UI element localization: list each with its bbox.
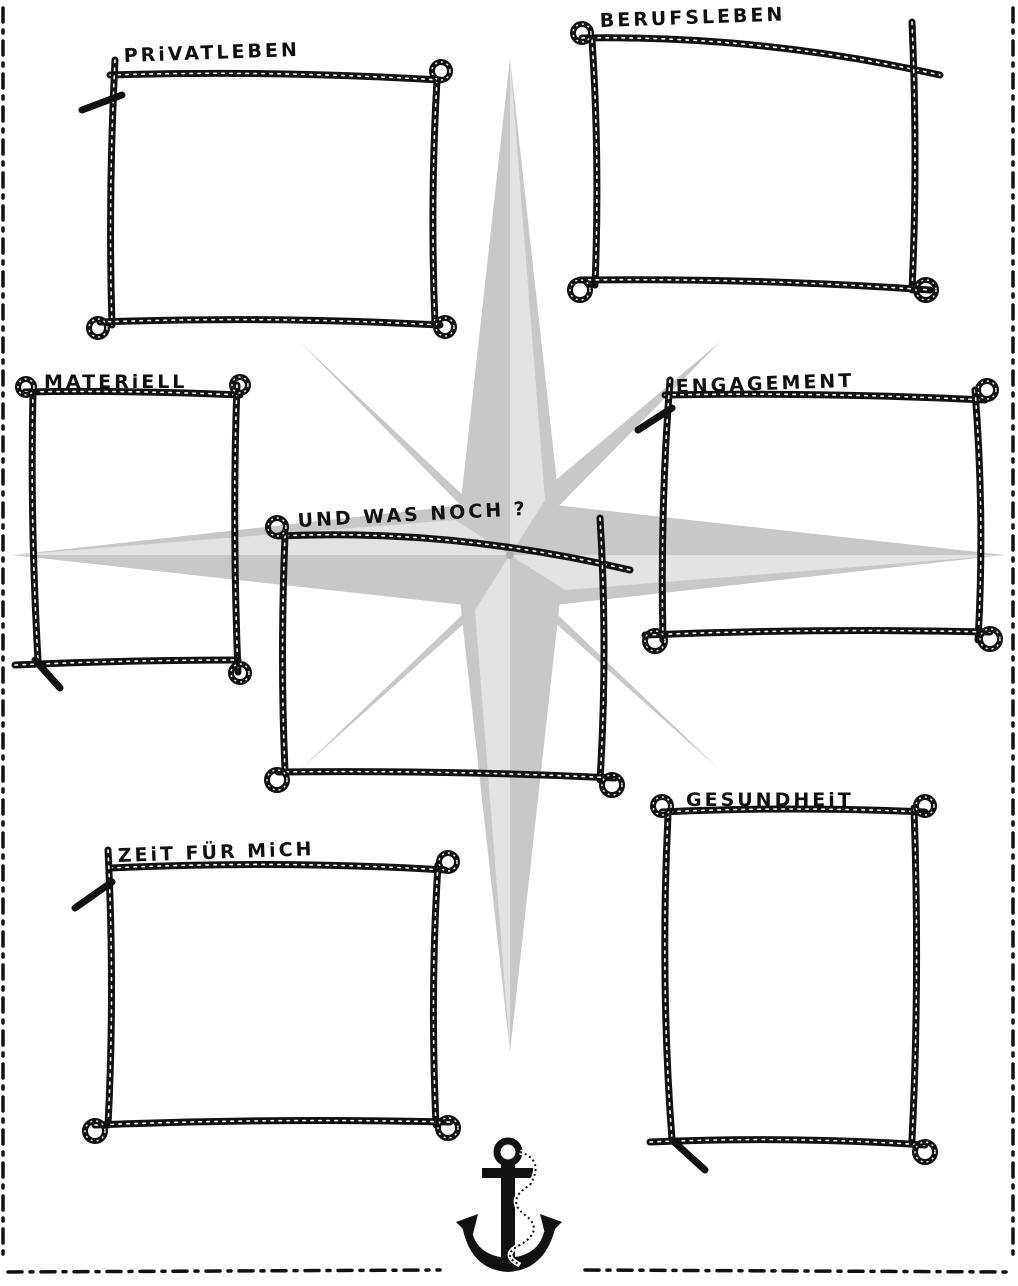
frame-engagement[interactable] (638, 380, 1000, 651)
frame-berufsleben[interactable] (570, 22, 940, 300)
compass-rose-icon (12, 58, 1005, 1052)
label-privatleben: PRiVATLEBEN (123, 39, 300, 67)
anchor-icon (456, 1141, 562, 1272)
frame-materiell[interactable] (15, 377, 249, 688)
label-gesundheit: GESUNDHEiT (686, 789, 854, 811)
frame-zeit-fuer-mich[interactable] (75, 850, 458, 1141)
label-materiell: MATERiELL (44, 371, 187, 393)
frame-privatleben[interactable] (82, 60, 454, 337)
frame-gesundheit[interactable] (650, 797, 935, 1170)
label-berufsleben: BERUFSLEBEN (599, 4, 785, 32)
